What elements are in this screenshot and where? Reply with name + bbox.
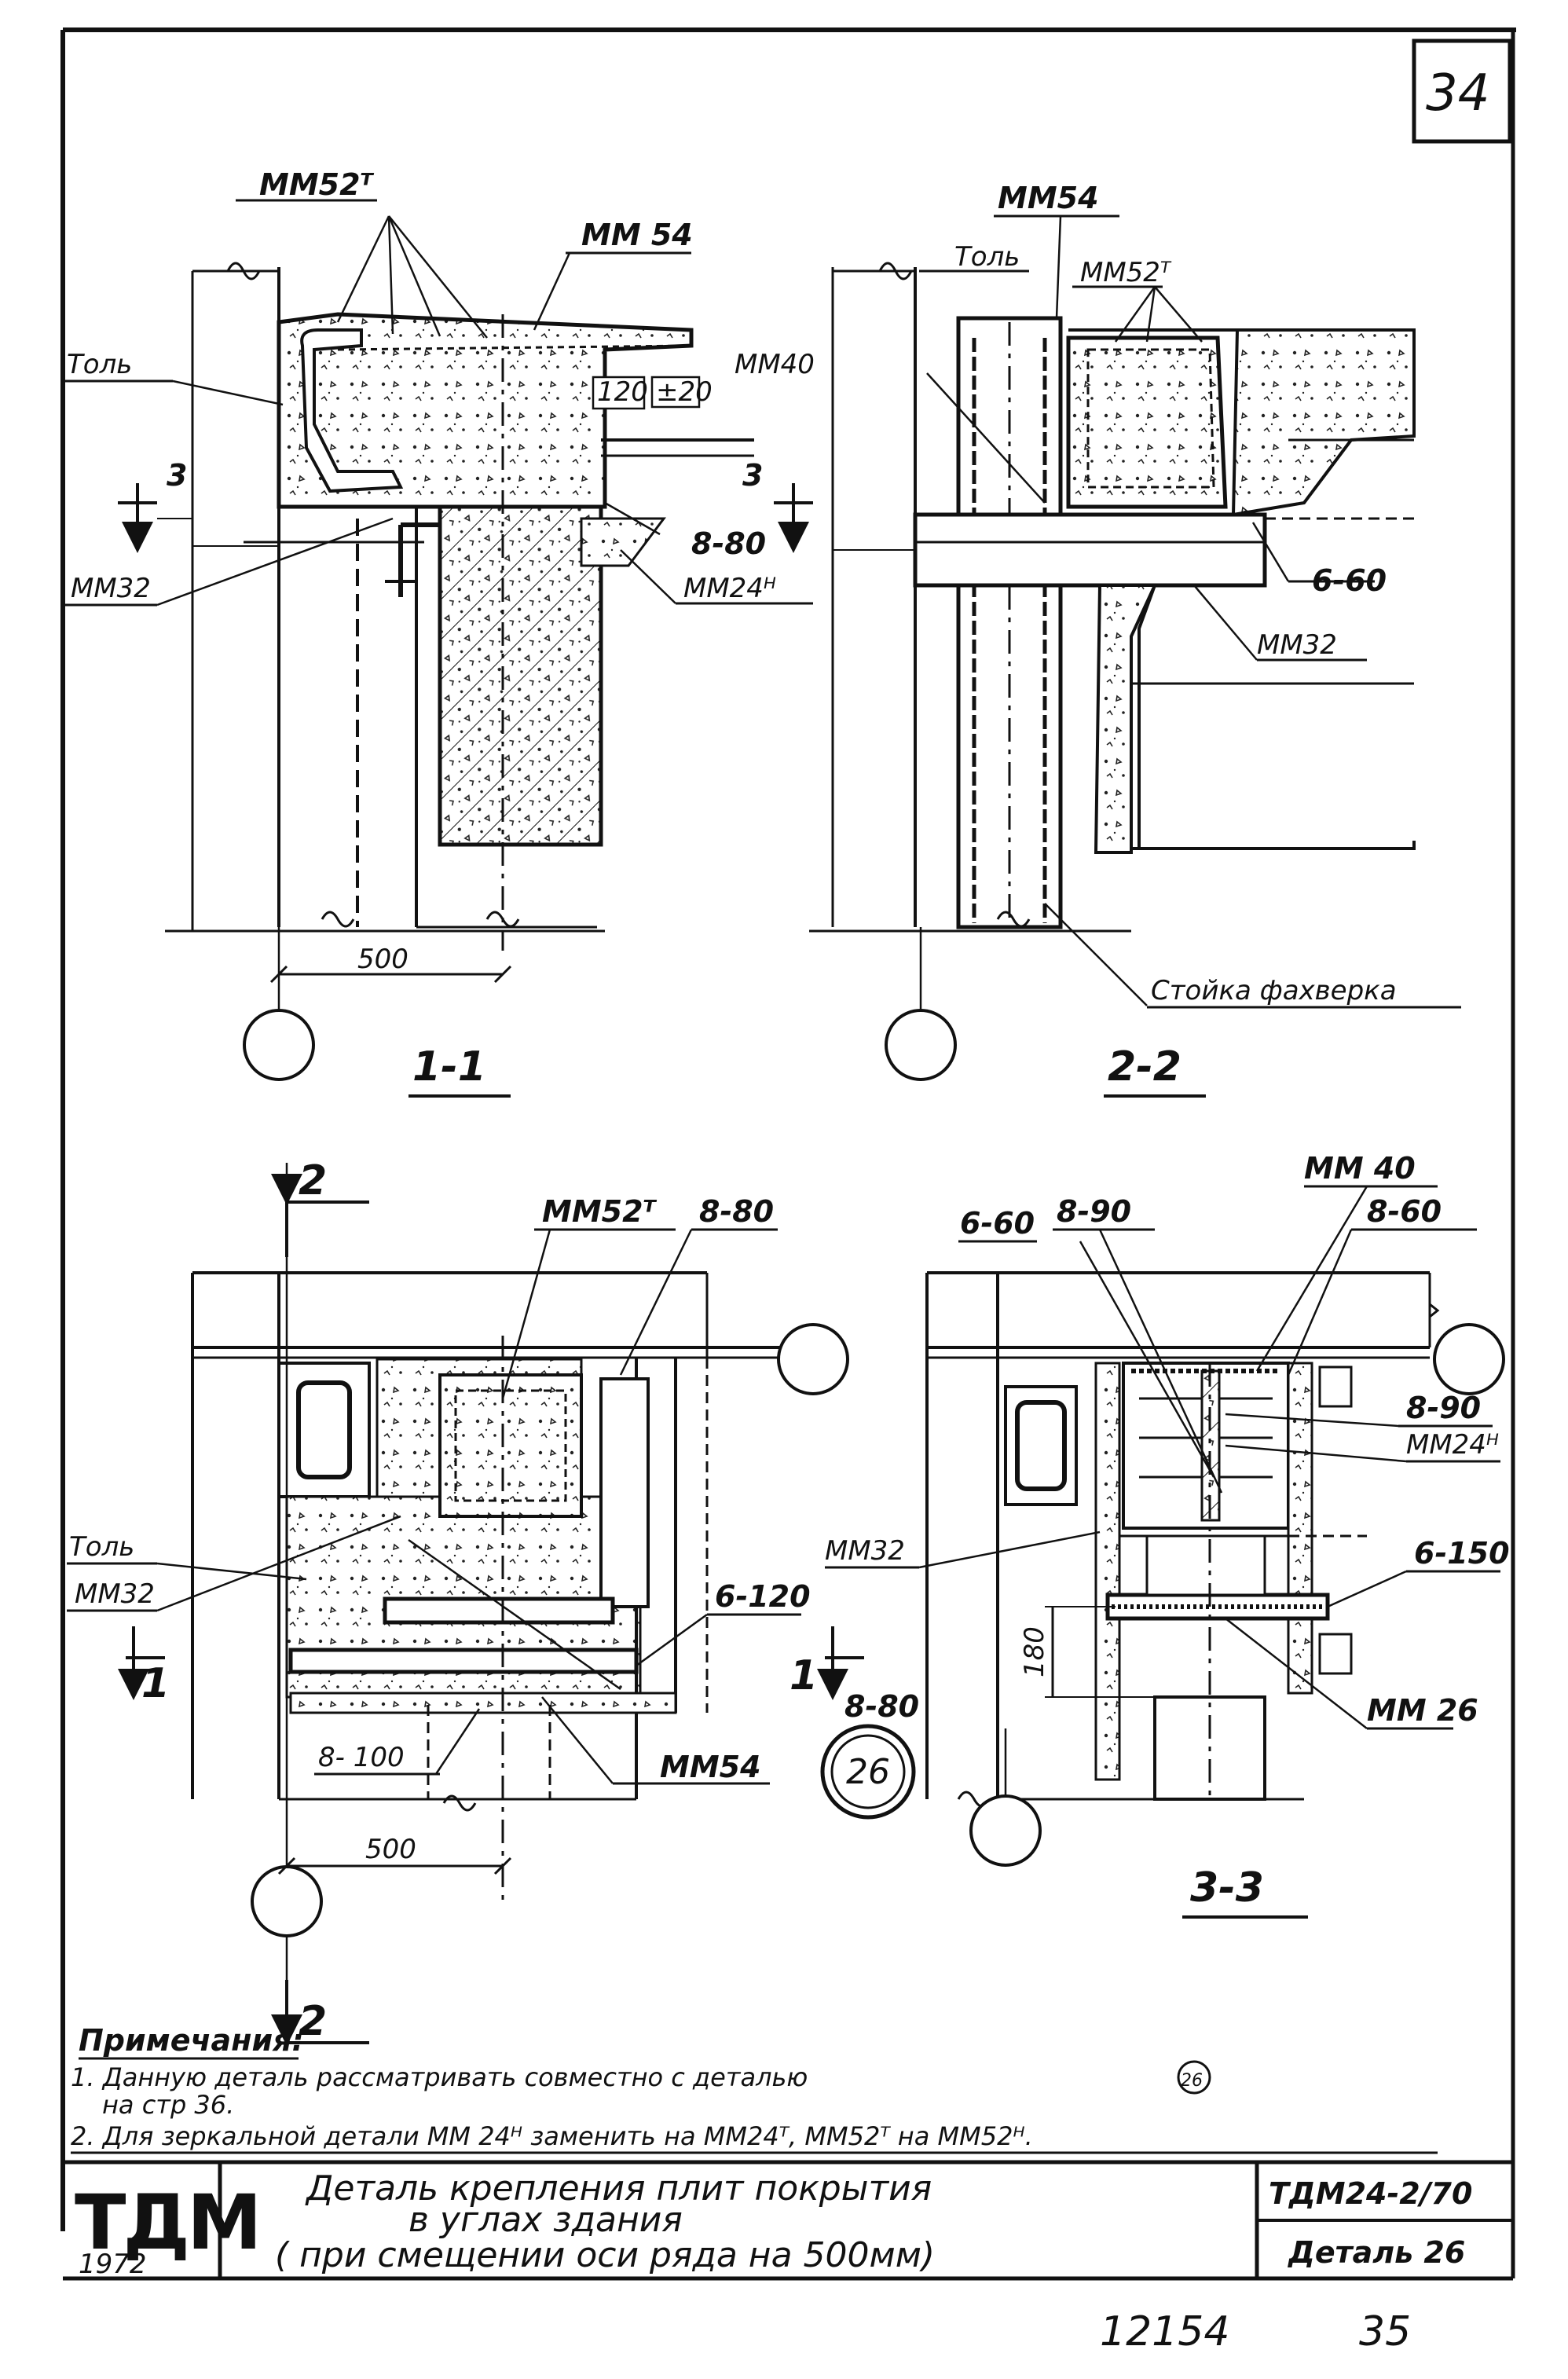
- label-weld-6-150: 6-150: [1414, 1536, 1510, 1571]
- cut-marker-1-right: 1: [789, 1652, 818, 1699]
- note-1-ref: 26: [1181, 2071, 1203, 2091]
- label-pm20: ±20: [656, 376, 713, 408]
- section-2-2: ММ54 Толь ММ52ᵀ 6-60 ММ32 Стойка фахверк…: [809, 181, 1461, 1098]
- label-weld-8-80: 8-80: [691, 526, 766, 561]
- section-1-1: ММ52ᵀ ММ 54 Толь ММ40 120 ±20 3 3 ММ32 8…: [63, 167, 815, 1098]
- label-mm52t: ММ52ᵀ: [1080, 257, 1172, 288]
- handwritten-number-2: 35: [1359, 2308, 1411, 2355]
- section-2-2-geometry: [809, 214, 1461, 1081]
- cut-marker-3-left: 3: [167, 458, 187, 493]
- title-block-frame: [63, 2162, 1515, 2281]
- cut-marker-2-bottom: 2: [299, 1998, 327, 2045]
- label-mm40: ММ 40: [1304, 1151, 1416, 1186]
- label-mm54: ММ 54: [581, 218, 693, 252]
- plan-view-geometry: [67, 1163, 864, 2046]
- cut-marker-3-right: 3: [742, 458, 763, 493]
- cut-marker-2-top: 2: [299, 1157, 327, 1204]
- detail-ref-26: 26: [846, 1752, 890, 1792]
- section-1-1-geometry: [63, 199, 813, 1081]
- label-mm24n: ММ24ᴴ: [683, 573, 776, 604]
- label-weld-8-90: 8-90: [1057, 1194, 1131, 1229]
- note-1b: на стр 36.: [102, 2090, 234, 2120]
- page-number: 34: [1426, 64, 1489, 123]
- section-1-1-caption: 1-1: [412, 1043, 486, 1091]
- notes: Примечания: 1. Данную деталь рассматрива…: [71, 2023, 1438, 2154]
- label-post: Стойка фахверка: [1151, 975, 1397, 1006]
- title-line-1: Деталь крепления плит покрытия: [305, 2168, 932, 2209]
- label-mm54: ММ54: [998, 181, 1099, 215]
- label-dim-120: 120: [597, 376, 648, 408]
- label-weld-8-90b: 8-90: [1406, 1391, 1481, 1425]
- logo: ТДМ: [75, 2179, 259, 2267]
- label-weld-8-80: 8-80: [699, 1194, 774, 1229]
- section-2-2-caption: 2-2: [1108, 1043, 1181, 1091]
- title-line-3: ( при смещении оси ряда на 500мм): [275, 2235, 935, 2275]
- page-number-box: 34: [1412, 38, 1512, 144]
- handwritten-number-1: 12154: [1100, 2308, 1229, 2355]
- year: 1972: [79, 2249, 147, 2280]
- label-weld-6-120: 6-120: [715, 1579, 811, 1614]
- label-weld-8-100: 8- 100: [318, 1742, 405, 1773]
- detail-number: Деталь 26: [1288, 2235, 1465, 2270]
- label-mm32: ММ32: [75, 1578, 155, 1610]
- drawing-code: ТДМ24-2/70: [1269, 2176, 1472, 2211]
- label-mm52t: ММ52ᵀ: [542, 1194, 658, 1229]
- label-tol: Толь: [954, 241, 1020, 273]
- cut-marker-1-left: 1: [141, 1660, 170, 1707]
- label-mm40: ММ40: [735, 349, 815, 380]
- label-mm52t: ММ52ᵀ: [259, 167, 375, 202]
- section-3-3-geometry: [820, 1185, 1505, 1867]
- label-mm24n: ММ24ᴴ: [1406, 1429, 1499, 1461]
- label-mm26: ММ 26: [1367, 1693, 1478, 1728]
- label-weld-8-80b: 8-80: [844, 1689, 919, 1724]
- label-mm32: ММ32: [71, 573, 151, 604]
- label-dim-500: 500: [365, 1834, 416, 1865]
- label-mm32: ММ32: [825, 1535, 905, 1567]
- label-tol: Толь: [69, 1531, 134, 1563]
- label-weld-6-60: 6-60: [960, 1206, 1035, 1241]
- label-mm32: ММ32: [1257, 629, 1337, 661]
- label-dim-180: 180: [1019, 1626, 1050, 1677]
- sheet-frame: [60, 27, 1516, 2231]
- notes-heading: Примечания:: [79, 2023, 304, 2058]
- label-tol: Толь: [67, 349, 132, 380]
- section-3-3: ММ 40 8-90 8-60 6-60 8-90 ММ24ᴴ ММ32 6-1…: [820, 1151, 1510, 1919]
- title-line-2: в углах здания: [408, 2200, 683, 2240]
- section-3-3-caption: 3-3: [1190, 1864, 1264, 1912]
- label-weld-6-60: 6-60: [1312, 563, 1387, 598]
- plan-view: 2 ММ52ᵀ 8-80 Толь ММ32 6-120 1 1 8-80 8-…: [67, 1157, 919, 2046]
- note-1a: 1. Данную деталь рассматривать совместно…: [71, 2062, 808, 2092]
- label-weld-8-60: 8-60: [1367, 1194, 1442, 1229]
- title-block: ТДМ 1972 Деталь крепления плит покрытия …: [63, 2162, 1515, 2281]
- label-dim-500: 500: [357, 944, 408, 975]
- label-mm54: ММ54: [660, 1750, 761, 1784]
- note-2: 2. Для зеркальной детали ММ 24ᴴ заменить…: [71, 2121, 1033, 2151]
